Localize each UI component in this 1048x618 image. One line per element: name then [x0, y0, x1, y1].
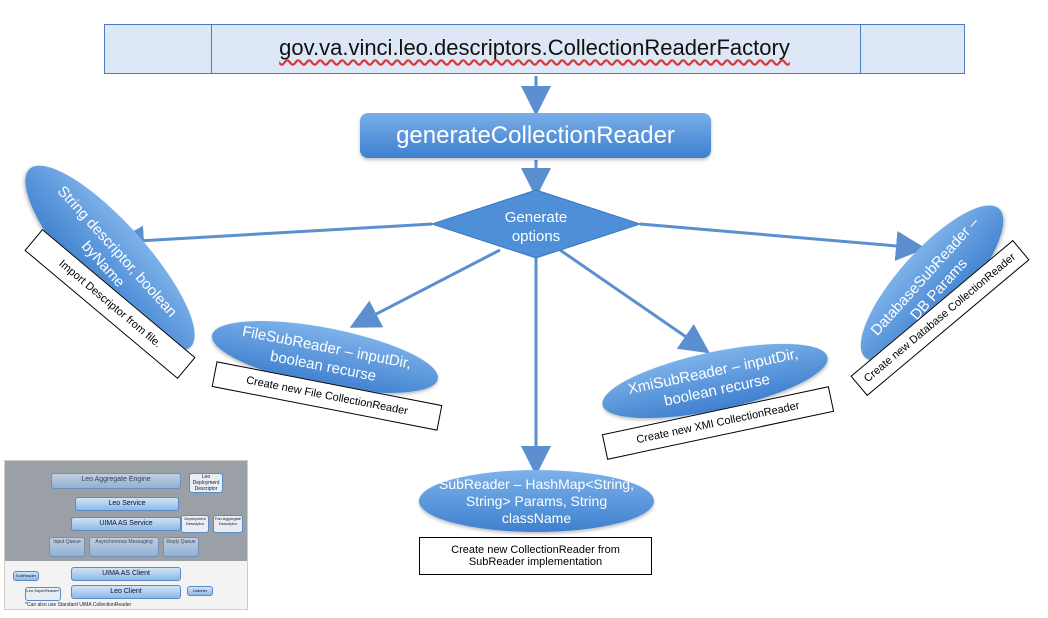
- arrow-to-database: [639, 222, 926, 261]
- thumb-deployment-descriptor-2: Deployment Descriptor: [181, 515, 209, 533]
- thumb-listener: Listener: [187, 586, 213, 596]
- note-subreader-text: Create new CollectionReader from SubRead…: [451, 544, 620, 568]
- thumb-footnote: *Can also use Standard UIMA CollectionRe…: [25, 602, 132, 608]
- arrow-to-xmi: [559, 248, 710, 354]
- thumb-leo-service-text: Leo Service: [108, 500, 146, 507]
- thumb-aggregate-descriptor: Fan Aggregate Descriptor: [213, 515, 243, 533]
- class-header-box: gov.va.vinci.leo.descriptors.CollectionR…: [104, 24, 965, 74]
- thumb-input-queue-text: Input Queue: [53, 539, 81, 545]
- option-subreader: SubReader – HashMap<String, String> Para…: [419, 470, 654, 532]
- thumb-deployment-text: Leo Deployment Descriptor: [192, 474, 220, 492]
- decision-label: Generate options: [504, 209, 568, 245]
- thumb-reply-queue-text: Reply Queue: [166, 539, 196, 545]
- thumb-leo-client-text: Leo Client: [110, 588, 142, 595]
- thumb-subreader: SubReader: [13, 571, 39, 581]
- thumb-uima-service-text: UIMA AS Service: [99, 520, 153, 527]
- option-subreader-label: SubReader – HashMap<String, String> Para…: [439, 475, 634, 526]
- thumb-aggregate-engine: Leo Aggregate Engine: [51, 473, 181, 489]
- arrow-to-file: [349, 248, 501, 328]
- thumb-async-text: Asynchronous Messaging: [95, 539, 153, 545]
- thumb-uima-service: UIMA AS Service: [71, 517, 181, 531]
- thumb-subreader-text: SubReader: [15, 573, 37, 578]
- thumb-reply-queue: Reply Queue: [163, 537, 199, 557]
- thumb-aggregate-desc-text: Fan Aggregate Descriptor: [214, 516, 242, 526]
- thumb-deployment-descriptor: Leo Deployment Descriptor: [189, 473, 223, 493]
- header-divider-left: [211, 25, 212, 73]
- method-box: generateCollectionReader: [360, 113, 711, 158]
- thumb-super-reader: Leo SuperReader*: [25, 587, 61, 601]
- thumb-uima-client-text: UIMA AS Client: [102, 570, 150, 577]
- thumb-super-reader-text: Leo SuperReader*: [26, 588, 60, 593]
- thumb-async-messaging: Asynchronous Messaging: [89, 537, 159, 557]
- thumb-leo-client: Leo Client: [71, 585, 181, 599]
- arrow-to-string-descriptor: [114, 222, 433, 256]
- thumb-aggregate-text: Leo Aggregate Engine: [81, 476, 151, 483]
- decision-diamond: [430, 189, 642, 259]
- thumb-listener-text: Listener: [192, 588, 208, 593]
- thumb-input-queue: Input Queue: [49, 537, 85, 557]
- header-divider-right: [860, 25, 861, 73]
- thumb-deployment2-text: Deployment Descriptor: [184, 516, 206, 526]
- class-name: gov.va.vinci.leo.descriptors.CollectionR…: [279, 35, 790, 60]
- thumb-leo-service: Leo Service: [75, 497, 179, 511]
- architecture-thumbnail: Leo Aggregate Engine Leo Deployment Desc…: [4, 460, 248, 610]
- note-subreader: Create new CollectionReader from SubRead…: [419, 537, 652, 575]
- thumb-uima-client: UIMA AS Client: [71, 567, 181, 581]
